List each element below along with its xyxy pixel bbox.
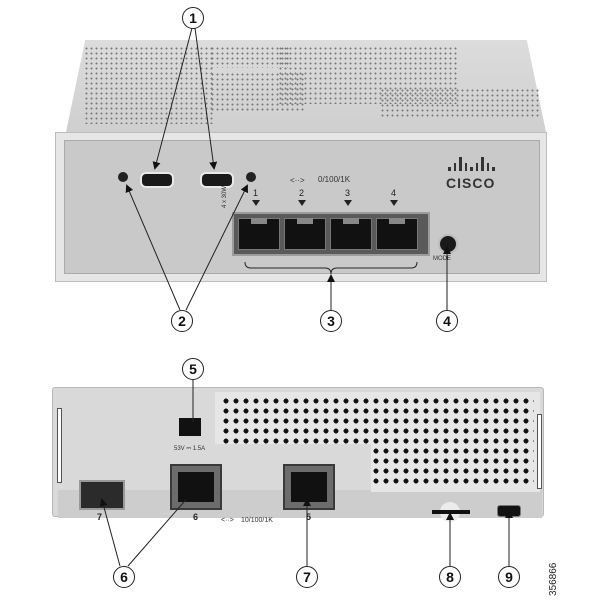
rj45-port-3 — [330, 218, 372, 250]
speed-icon: <··> — [290, 176, 305, 185]
top-vent-left — [84, 46, 214, 124]
callout-9: 9 — [498, 566, 520, 588]
rj45-port-bay — [232, 212, 430, 256]
rear-port-speed-label: 10/100/1K — [241, 517, 273, 524]
port-indicator-arrow-icon — [298, 200, 306, 206]
port-number: 3 — [345, 188, 351, 198]
rj45-port-1 — [238, 218, 280, 250]
port-speed-label: 0/100/1K — [318, 175, 351, 184]
callout-7: 7 — [296, 566, 318, 588]
port-number: 1 — [253, 188, 259, 198]
status-led-left — [118, 172, 128, 182]
callout-2: 2 — [171, 310, 193, 332]
rj45-port-4 — [376, 218, 418, 250]
mode-button-label: MODE — [433, 256, 451, 262]
rj45-port-2 — [284, 218, 326, 250]
status-led-right — [246, 172, 256, 182]
callout-1: 1 — [182, 7, 204, 29]
power-rating-label: 53V ⎓ 1.5A — [174, 446, 206, 452]
port-number: 5 — [306, 512, 312, 522]
port-indicator-arrow-icon — [344, 200, 352, 206]
port-number: 6 — [193, 512, 199, 522]
usb-c-port-1 — [140, 172, 174, 188]
top-vent-right — [380, 88, 540, 118]
rear-mount-slot-right — [537, 414, 542, 489]
top-vent-mid-a — [210, 46, 290, 68]
port-number: 4 — [391, 188, 397, 198]
port-indicator-arrow-icon — [252, 200, 260, 206]
port-number: 2 — [299, 188, 305, 198]
cisco-logo-bars-icon — [448, 157, 495, 171]
port-indicator-arrow-icon — [390, 200, 398, 206]
figure-id: 356866 — [548, 562, 559, 596]
usb-c-port-2 — [200, 172, 234, 188]
callout-6: 6 — [113, 566, 135, 588]
callout-8: 8 — [439, 566, 461, 588]
callout-5: 5 — [182, 358, 204, 380]
cisco-logo-text: CISCO — [446, 175, 496, 191]
port-number: 7 — [97, 512, 103, 522]
callout-3: 3 — [320, 310, 342, 332]
speed-icon: <··> — [221, 517, 234, 524]
callout-4: 4 — [436, 310, 458, 332]
rear-mount-slot-left — [57, 408, 62, 483]
